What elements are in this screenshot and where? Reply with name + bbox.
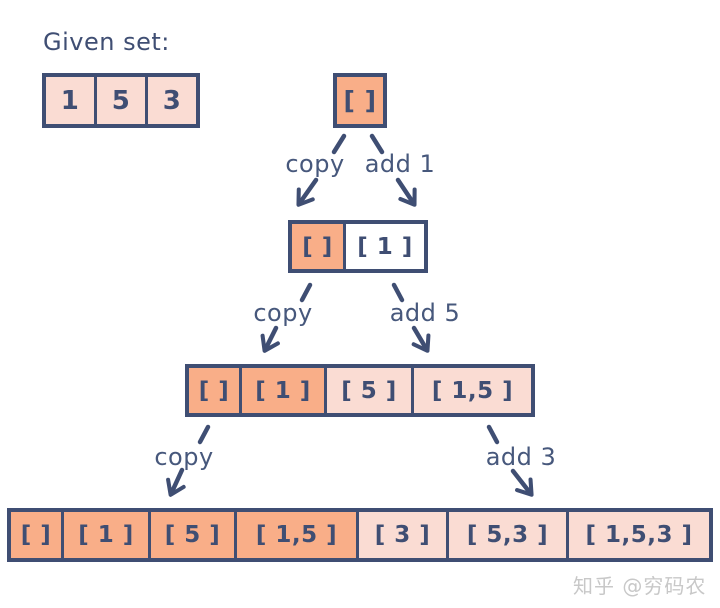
- subset-cell: [ 1 ]: [239, 368, 324, 413]
- subset-cell: [ 1 ]: [61, 512, 148, 558]
- page-title: Given set:: [43, 28, 170, 56]
- copy-arrow: [260, 325, 280, 353]
- copy-arrow: [296, 177, 319, 207]
- copy-label-3: copy: [154, 443, 214, 471]
- given-set-cell: 3: [145, 77, 196, 124]
- subset-cell: [ 1,5 ]: [234, 512, 356, 558]
- subset-cell: [ 5 ]: [324, 368, 411, 413]
- add-arrow-dash: [486, 424, 500, 445]
- subset-cell: [ 1,5,3 ]: [566, 512, 709, 558]
- copy-arrow: [166, 467, 186, 497]
- subset-cell: [ 5 ]: [148, 512, 234, 558]
- add-label-3: add 3: [485, 443, 557, 471]
- copy-label-2: copy: [253, 299, 313, 327]
- subset-cell: [ ]: [337, 77, 383, 124]
- add-label-2: add 5: [389, 299, 461, 327]
- add-label-1: add 1: [364, 150, 436, 178]
- given-set-cell: 1: [46, 77, 94, 124]
- subset-cell: [ 1 ]: [343, 224, 424, 269]
- add-arrow-dash: [391, 282, 405, 303]
- copy-arrow-dash: [197, 424, 211, 445]
- copy-arrow-dash: [299, 282, 313, 303]
- subset-cell: [ 1,5 ]: [411, 368, 531, 413]
- subset-row-level-0: [ ]: [333, 73, 387, 128]
- subset-cell: [ ]: [189, 368, 239, 413]
- subset-cell: [ 3 ]: [356, 512, 446, 558]
- add-arrow: [395, 177, 417, 207]
- subset-row-level-2: [ ] [ 1 ] [ 5 ] [ 1,5 ]: [185, 364, 535, 417]
- copy-label-1: copy: [285, 150, 345, 178]
- given-set-cell: 5: [94, 77, 145, 124]
- watermark: 知乎 @穷码农: [573, 574, 707, 598]
- subset-row-level-1: [ ] [ 1 ]: [288, 220, 428, 273]
- subset-row-level-3: [ ] [ 1 ] [ 5 ] [ 1,5 ] [ 3 ] [ 5,3 ] [ …: [7, 508, 713, 562]
- subset-cell: [ ]: [11, 512, 61, 558]
- add-arrow: [510, 468, 534, 497]
- subset-cell: [ ]: [292, 224, 343, 269]
- subset-cell: [ 5,3 ]: [446, 512, 566, 558]
- given-set-row: 1 5 3: [42, 73, 200, 128]
- add-arrow: [411, 325, 431, 353]
